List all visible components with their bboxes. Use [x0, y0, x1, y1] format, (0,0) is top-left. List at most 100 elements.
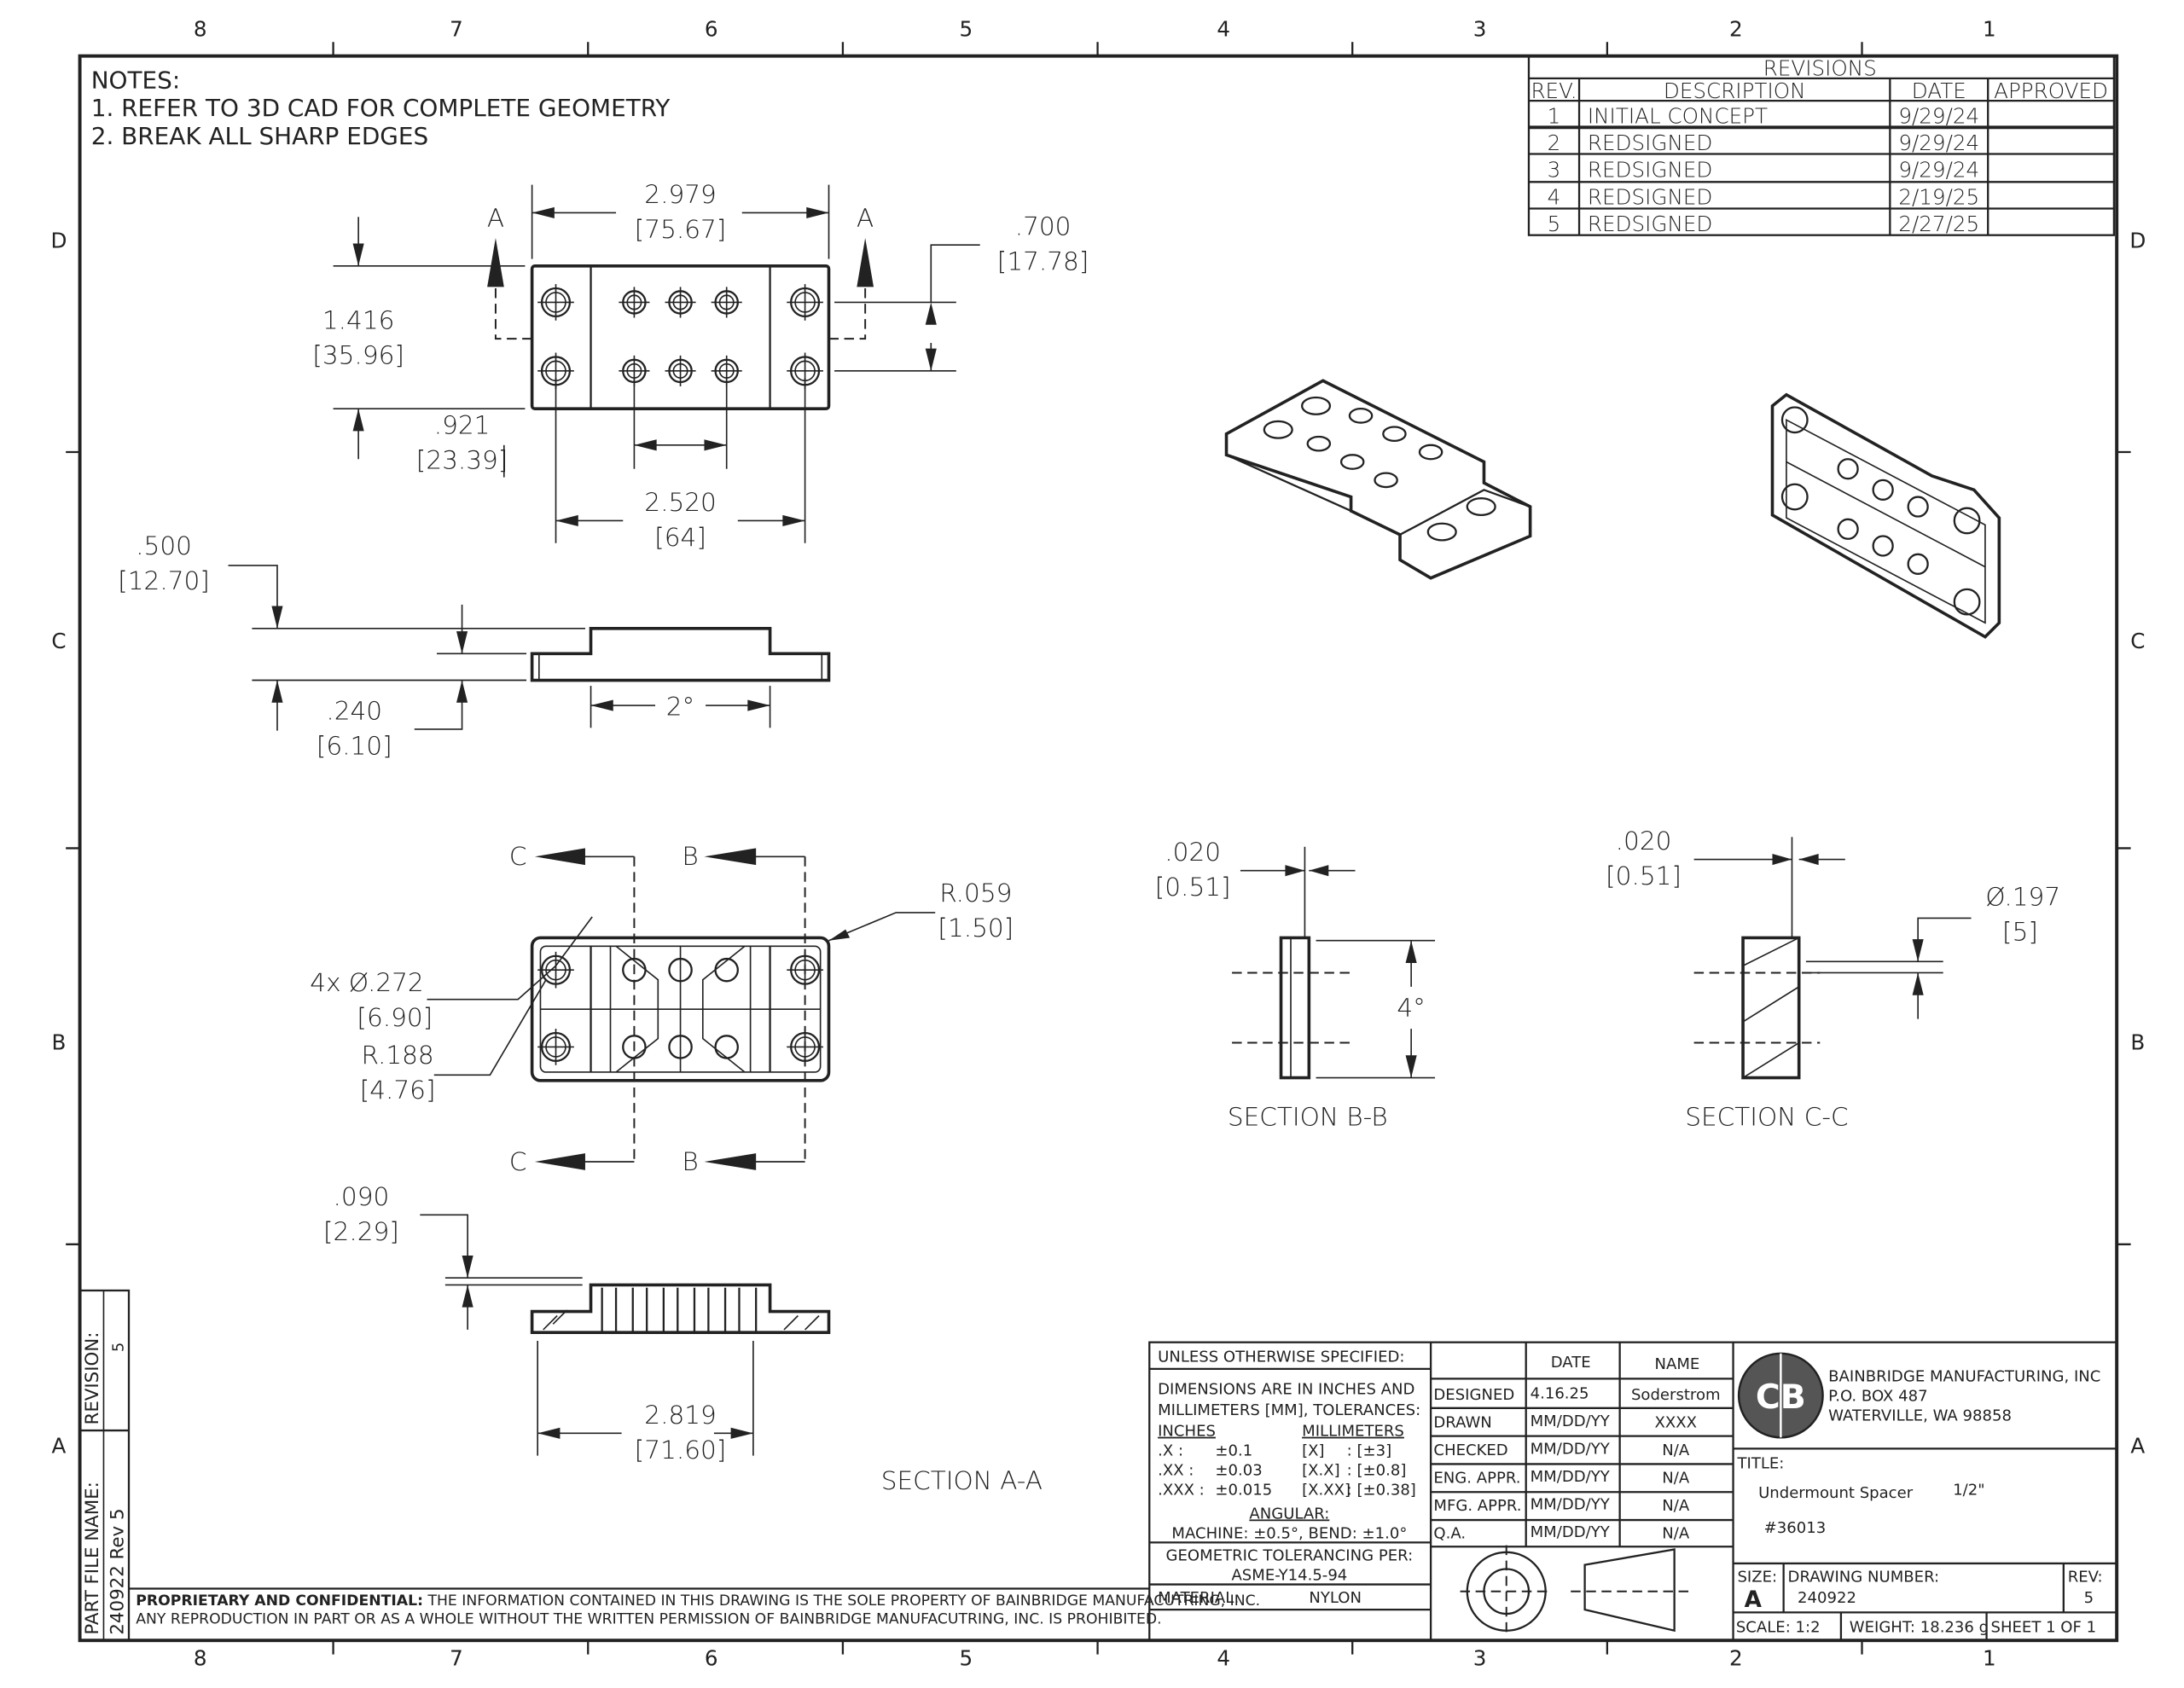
rev-date: 9/29/24 — [1898, 103, 1979, 128]
approval-date: MM/DD/YY — [1531, 1523, 1611, 1541]
dims-note: DIMENSIONS ARE IN INCHES AND — [1158, 1380, 1414, 1398]
tol-mm-key: [X] — [1302, 1442, 1324, 1460]
dim-label: R.188 — [361, 1041, 433, 1070]
approval-date: MM/DD/YY — [1531, 1468, 1611, 1486]
dim-label: 1.416 — [322, 306, 394, 335]
tol-inch-key: .XXX : — [1158, 1482, 1205, 1499]
dim-label: R.059 — [939, 879, 1012, 908]
dim-label: [1.50] — [938, 914, 1014, 943]
section-marker: C — [509, 842, 527, 871]
approval-role: ENG. APPR. — [1433, 1469, 1520, 1487]
top-view: 2.979 [75.67] A A .700 [17.78] 1.416 [35… — [312, 180, 1089, 552]
approval-name: N/A — [1662, 1441, 1690, 1459]
section-b-b-view: .020 [0.51] 4° SECTION B-B — [1155, 838, 1436, 1131]
rev-description: REDSIGNED — [1588, 184, 1712, 209]
zone-column-label: 3 — [1473, 1646, 1487, 1671]
zone-column-label: 2 — [1729, 17, 1743, 42]
section-a-a-view: .090 [2.29] 2.819 [71.60] SECTION A-A — [323, 1182, 1043, 1495]
notes: NOTES: 1. REFER TO 3D CAD FOR COMPLETE G… — [91, 66, 671, 150]
rev-description: INITIAL CONCEPT — [1588, 103, 1768, 128]
weight: WEIGHT: 18.236 g — [1850, 1618, 1989, 1636]
section-a-a-label: SECTION A-A — [881, 1466, 1043, 1495]
dim-label: [71.60] — [635, 1436, 727, 1465]
rev-number: 5 — [1548, 212, 1561, 236]
approval-date: MM/DD/YY — [1531, 1440, 1611, 1458]
dim-label: .020 — [1165, 838, 1221, 867]
approvals-date-header: DATE — [1551, 1354, 1591, 1372]
part-file-value: 240922 Rev 5 — [107, 1508, 128, 1634]
dim-label: .020 — [1616, 827, 1672, 856]
tol-mm-value: : [±0.8] — [1347, 1462, 1407, 1480]
boss-icon — [714, 1035, 739, 1059]
drawing-title: Undermount Spacer — [1758, 1484, 1914, 1502]
approval-role: DRAWN — [1433, 1413, 1491, 1431]
rev-number: 3 — [1548, 158, 1561, 183]
company-name: BAINBRIDGE MANUFACTURING, INC — [1828, 1368, 2100, 1386]
rev-header: DATE — [1912, 78, 1966, 103]
gdt-value: ASME-Y14.5-94 — [1231, 1567, 1347, 1585]
size-label: SIZE: — [1737, 1568, 1777, 1586]
logo-mark: CB — [1756, 1378, 1806, 1417]
approval-row: ENG. APPR. MM/DD/YY N/A — [1433, 1468, 1689, 1488]
zone-column-label: 5 — [959, 17, 973, 42]
tol-inch-value: ±0.015 — [1215, 1482, 1272, 1499]
inches-header: INCHES — [1158, 1423, 1216, 1441]
section-marker: B — [682, 842, 698, 871]
dim-label: [17.78] — [997, 247, 1089, 276]
section-marker: C — [509, 1147, 527, 1176]
zone-column-label: 5 — [959, 1646, 973, 1671]
tol-mm-key: [X.X] — [1302, 1462, 1340, 1480]
drawing-number: 240922 — [1798, 1589, 1856, 1607]
rev-description: REDSIGNED — [1588, 131, 1712, 155]
dim-label: [12.70] — [118, 566, 210, 595]
dim-label: .500 — [136, 531, 192, 560]
unless-specified: UNLESS OTHERWISE SPECIFIED: — [1158, 1349, 1404, 1366]
isometric-view-top — [1224, 379, 1532, 580]
approval-name: Soderstrom — [1631, 1386, 1721, 1404]
proprietary-line2: ANY REPRODUCTION IN PART OR AS A WHOLE W… — [136, 1611, 1161, 1628]
hole-icon — [665, 287, 696, 318]
section-c-c-view: .020 [0.51] Ø.197 [5] SECTION C-C — [1606, 827, 2060, 1131]
tol-mm-value: : [±3] — [1347, 1442, 1392, 1460]
tol-inch-value: ±0.03 — [1215, 1462, 1262, 1480]
zone-column-label: 6 — [705, 17, 718, 42]
title-block: UNLESS OTHERWISE SPECIFIED: DIMENSIONS A… — [1148, 1341, 2118, 1642]
zone-column-label: 7 — [450, 1646, 463, 1671]
boss-icon — [714, 957, 739, 983]
rev-number: 2 — [1548, 131, 1561, 155]
dim-label: [75.67] — [635, 215, 727, 244]
rev-description: REDSIGNED — [1588, 212, 1712, 236]
approval-name: XXXX — [1655, 1413, 1697, 1431]
rev-header: REV. — [1531, 78, 1577, 103]
dim-label: [64] — [654, 523, 706, 552]
proprietary-line1: THE INFORMATION CONTAINED IN THIS DRAWIN… — [427, 1592, 1260, 1610]
gdt-label: GEOMETRIC TOLERANCING PER: — [1166, 1547, 1414, 1565]
section-marker: A — [487, 204, 504, 233]
rev-value: 5 — [2084, 1589, 2094, 1607]
dim-label: [6.90] — [357, 1003, 433, 1032]
rev-header: DESCRIPTION — [1664, 78, 1806, 103]
section-marker: A — [857, 204, 874, 233]
dim-label: 4° — [1397, 993, 1426, 1022]
approval-name: N/A — [1662, 1469, 1690, 1487]
rev-number: 4 — [1548, 184, 1561, 209]
hole-icon — [537, 1029, 574, 1065]
millimeters-header: MILLIMETERS — [1302, 1423, 1404, 1441]
approval-name: N/A — [1662, 1497, 1690, 1515]
side-view: .500 [12.70] .240 [6.10] 2° — [118, 531, 831, 760]
approval-role: MFG. APPR. — [1433, 1497, 1521, 1515]
dims-note: MILLIMETERS [MM], TOLERANCES: — [1158, 1401, 1420, 1419]
zone-column-label: 8 — [194, 1646, 207, 1671]
revision-label: REVISION: — [82, 1332, 103, 1425]
dim-label: [5] — [2002, 918, 2038, 947]
tol-inch-key: .XX : — [1158, 1462, 1194, 1480]
section-b-b-label: SECTION B-B — [1228, 1102, 1388, 1131]
approval-date: 4.16.25 — [1531, 1384, 1589, 1402]
isometric-view-bottom — [1770, 392, 2001, 639]
boss-icon — [668, 1035, 693, 1059]
